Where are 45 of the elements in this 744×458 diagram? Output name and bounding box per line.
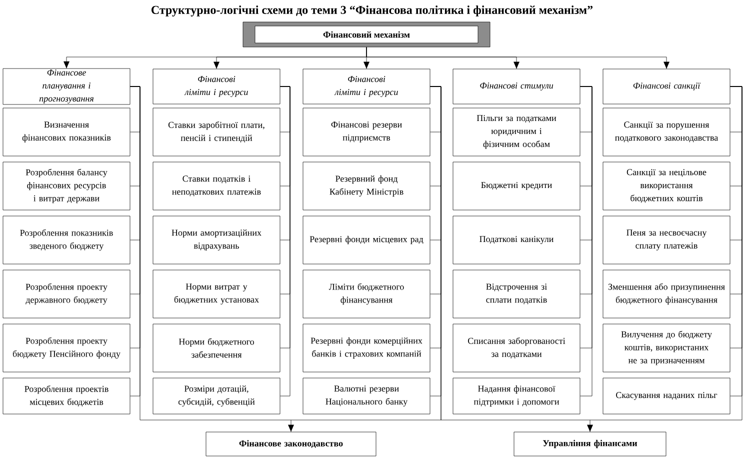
item-box: Розроблення проекту бюджету Пенсійного фонду [2,324,130,372]
item-box: Резервні фонди комерційних банків і страхових компаній [302,324,430,372]
item-box: Санкції за порушення податкового законодавства [602,108,730,156]
item-box: Бюджетні кредити [452,162,580,210]
item-box: Надання фінансової підтримки і допомоги [452,378,580,414]
item-box: Норми бюджетного забезпечення [152,324,280,372]
item-box: Валютні резерви Національного банку [302,378,430,414]
item-box: Резервний фонд Кабінету Міністрів [302,162,430,210]
item-box: Розроблення проекту державного бюджету [2,270,130,318]
item-box: Санкції за нецільове використання бюджетних коштів [602,162,730,210]
result-box: Управління фінансами [514,432,666,456]
title: Структурно-логічні схеми до теми 3 “Фінансова політика і фінансовий механізм” [152,6,593,16]
arrow [366,47,670,69]
category-box: Фінансові стимули [452,68,580,104]
item-box: Податкові канікули [452,216,580,264]
item-box: Розроблення проектів місцевих бюджетів [2,378,130,414]
item-box: Ліміти бюджетного фінансування [302,270,430,318]
connector [280,86,290,396]
connector [430,86,442,396]
item-box: Зменшення або призупинення бюджетного фінансування [602,270,730,318]
item-box: Норми витрат у бюджетних установах [152,270,280,318]
category-box: Фінансове планування і прогнозування [2,68,130,105]
category-box: Фінансові ліміти і ресурси [302,68,430,104]
item-box: Пеня за несвоєчасну сплату платежів [602,216,730,264]
item-box: Ставки заробітної плати, пенсій і стипендій [152,108,280,156]
item-box: Пільги за податками юридичним і фізичним особам [452,108,580,156]
item-box: Відстрочення зі сплати податків [452,270,580,318]
connector [730,86,742,396]
item-box: Розроблення показників зведеного бюджету [2,216,130,264]
item-box: Фінансові резерви підприємств [302,108,430,156]
item-box: Визначення фінансових показників [2,108,130,156]
item-box: Розроблення балансу фінансових ресурсів і витрат держави [2,162,130,210]
item-box: Розміри дотацій, субсидій, субвенцій [152,378,280,414]
item-box: Резервні фонди місцевих рад [302,216,430,264]
connector [130,86,140,396]
item-box: Скасування наданих пільг [602,378,730,414]
item-box: Ставки податків і неподаткових платежів [152,162,280,210]
item-box: Вилучення до бюджету коштів, використаних не за призначенням [602,324,730,372]
result-box: Фінансове законодавство [206,432,376,456]
title-box: Фінансовий механізм [242,22,490,48]
category-box: Фінансові санкції [602,68,730,104]
item-box: Норми амортизаційних відрахувань [152,216,280,264]
connector [580,86,592,396]
category-box: Фінансові ліміти і ресурси [152,68,280,104]
item-box: Списання заборгованості за податками [452,324,580,372]
